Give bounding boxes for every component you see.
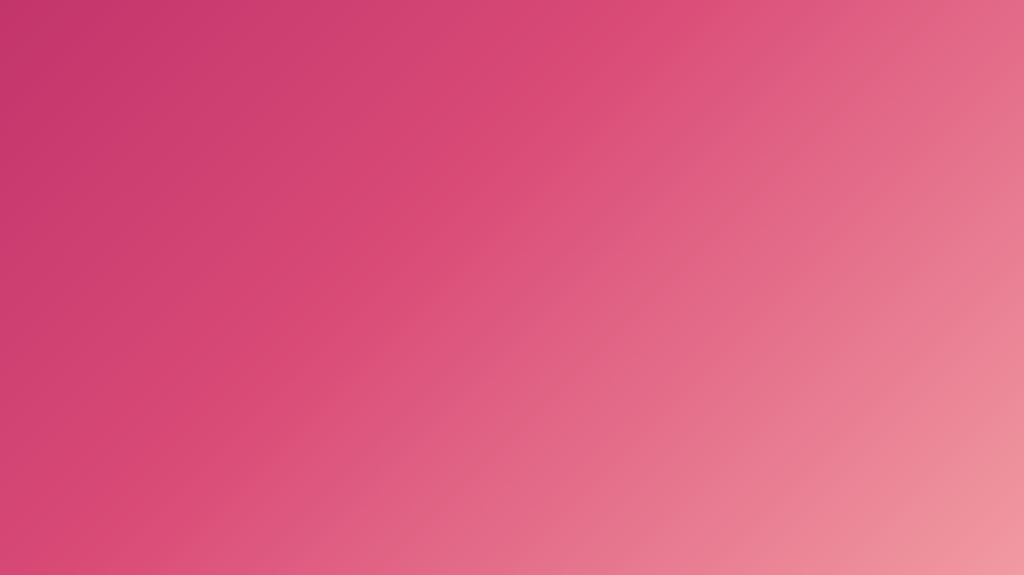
response-sublabel-text: （返答） [287,357,354,375]
server-tower-yellow [770,205,869,381]
response-label-left: レスポンス （返答） [258,335,383,377]
right-hand [577,211,607,245]
browser-traffic-lights [76,250,102,258]
server-tower-pink [882,205,981,381]
client-note-line1: （例えば、ウェブブラウザや [54,452,250,468]
request-arrow-right [645,252,753,284]
server-label: サーバー [830,414,935,440]
response-arrow-right [668,293,772,325]
request-label-left: リクエスト （要求） [260,201,385,243]
request-sublabel-text: （要求） [289,223,356,241]
request-sublabel-text: （要求） [674,223,741,241]
request-arrow-left [246,250,371,282]
response-sublabel-text: （返答） [679,357,746,375]
request-label-right: リクエスト （要求） [650,201,765,243]
spacebar-key [119,370,163,376]
request-label-text: リクエスト [666,202,749,220]
api-person-illustration: API [382,166,650,470]
response-arrow-left [248,293,371,325]
response-label-text: レスポンス [671,336,754,354]
laptop-keyboard [28,351,278,382]
request-label-text: リクエスト [281,202,364,220]
response-label-text: レスポンス [279,336,362,354]
server-stack-icon [770,205,981,381]
client-label: クライアント [74,416,230,442]
left-hand [427,211,457,245]
page-title: APIの働き [0,36,1024,102]
browser-content-block [91,269,215,325]
laptop-screen [51,223,255,349]
response-label-right: レスポンス （返答） [655,335,770,377]
webcam-dot [150,227,156,233]
client-note-line2: アプリケーション） [84,480,220,496]
